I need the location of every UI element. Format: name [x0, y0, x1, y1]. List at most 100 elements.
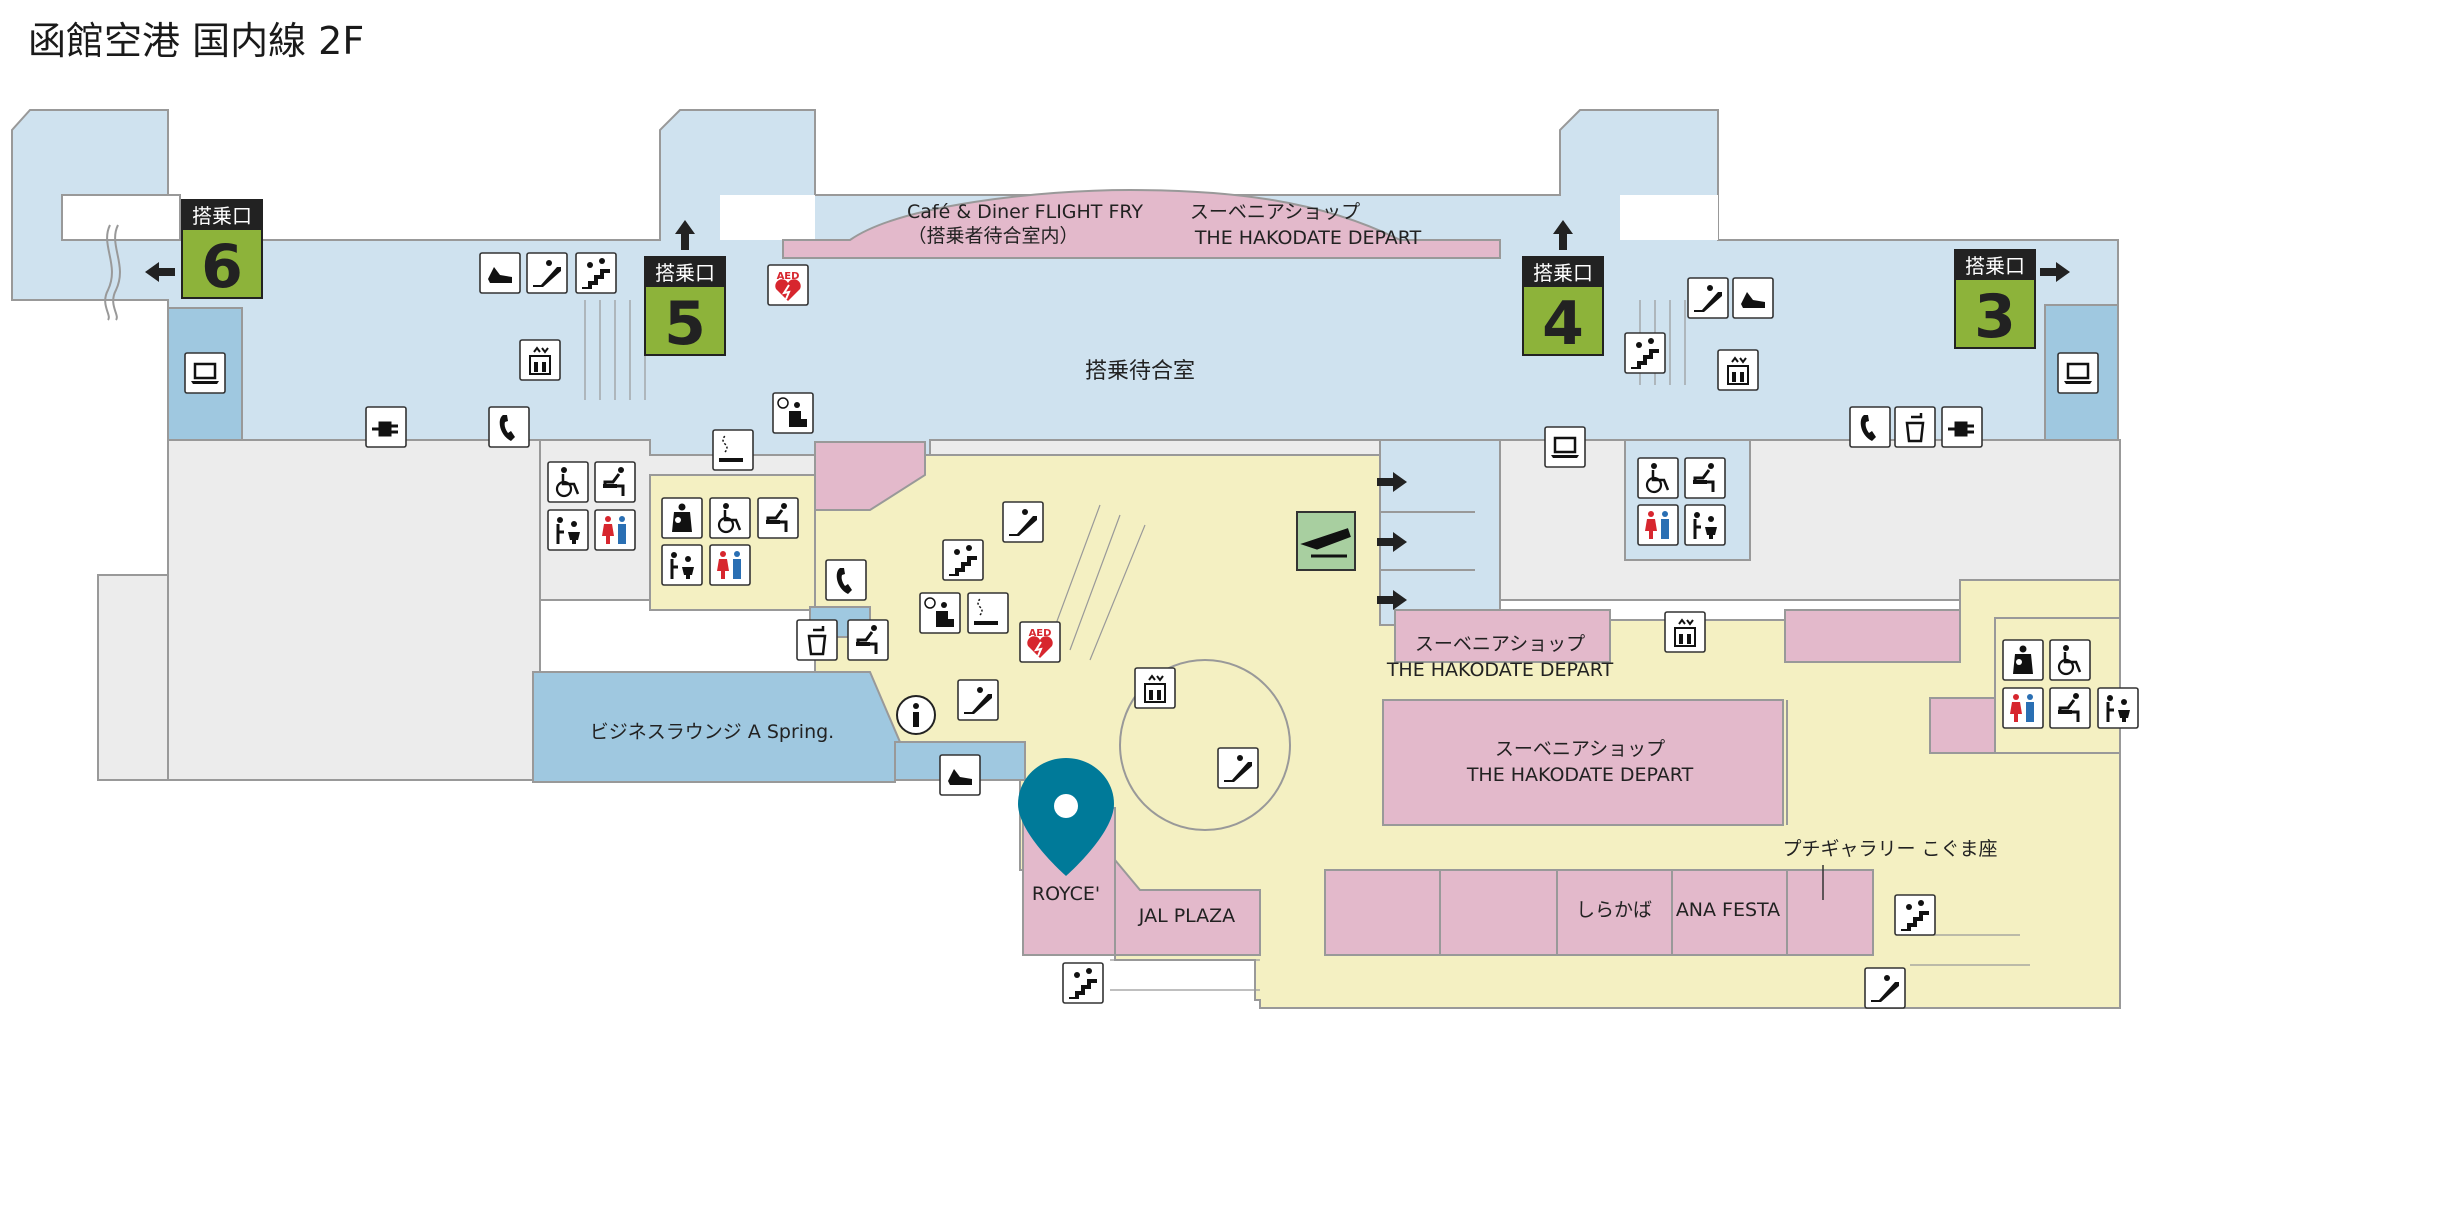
- multipurpose-toilet-icon: [1685, 505, 1725, 545]
- central-atrium: [1119, 659, 1291, 831]
- stairs-up-icon: [576, 253, 616, 293]
- souvenir-mid-label: スーベニアショップ: [1415, 633, 1585, 655]
- baby-care-icon: [595, 462, 635, 502]
- restroom-icon: [1638, 505, 1678, 545]
- power-outlet-icon: [1942, 407, 1982, 447]
- escalator-down-icon: [1865, 968, 1905, 1008]
- jal-plaza: [1114, 857, 1261, 956]
- souvenir-mid-sub: THE HAKODATE DEPART: [1386, 659, 1614, 681]
- gate-3-badge: 搭乗口 3: [1954, 249, 2036, 352]
- gate-6-label: 搭乗口: [192, 204, 252, 228]
- escalator-up-icon: [1003, 502, 1043, 542]
- information-icon[interactable]: [896, 695, 936, 735]
- cafe-label: Café & Diner FLIGHT FRY: [907, 201, 1143, 223]
- souvenir-top-label: スーベニアショップ: [1190, 201, 1360, 223]
- wheelchair-icon: [548, 462, 588, 502]
- departure-icon: [1296, 511, 1356, 571]
- wheelchair-icon: [2050, 640, 2090, 680]
- cafe-sub-label: （搭乗者待合室内）: [907, 225, 1078, 247]
- laptop-icon: [1545, 427, 1585, 467]
- gate6-cutout: [61, 194, 181, 241]
- jal-plaza-label: JAL PLAZA: [1138, 905, 1235, 927]
- pink-small-shop: [814, 441, 926, 511]
- gate-5-label: 搭乗口: [655, 261, 715, 285]
- souvenir-main: [1382, 699, 1784, 826]
- gate4-cutout: [1620, 195, 1718, 240]
- restroom-icon: [2003, 688, 2043, 728]
- smoking-room-icon: [713, 430, 753, 470]
- waiting-room-label: 搭乗待合室: [1085, 359, 1195, 384]
- landside-lower: [167, 439, 541, 781]
- gate-4-label: 搭乗口: [1533, 261, 1593, 285]
- elevator-icon: [1665, 612, 1705, 652]
- restroom-block-far: [1994, 617, 2121, 754]
- wheelchair-icon: [710, 498, 750, 538]
- multipurpose-toilet-icon: [548, 510, 588, 550]
- pink-right: [1784, 609, 1961, 663]
- baby-care-icon: [758, 498, 798, 538]
- multipurpose-toilet-icon: [2098, 688, 2138, 728]
- stairs-up-icon: [1625, 333, 1665, 373]
- baby-care-icon: [1685, 458, 1725, 498]
- gate-5-number: 5: [664, 289, 706, 359]
- cafe-shop-top: [782, 188, 1501, 259]
- escalator-down-icon: [1688, 278, 1728, 318]
- escalator-down-icon: [527, 253, 567, 293]
- pink-far-right: [1929, 697, 1996, 754]
- elevator-icon: [1135, 668, 1175, 708]
- smoking-room-icon: [968, 593, 1008, 633]
- massage-chair-icon: [480, 253, 520, 293]
- gate-area: [11, 109, 2119, 621]
- escalator-down-icon: [958, 680, 998, 720]
- power-outlet-icon: [366, 407, 406, 447]
- water-fountain-icon: [1895, 407, 1935, 447]
- shirakaba-label: しらかば: [1576, 899, 1652, 921]
- massage-chair-icon: [1733, 278, 1773, 318]
- gate-5-badge: 搭乗口 5: [644, 256, 726, 359]
- stairs-down-icon: [1063, 963, 1103, 1003]
- ostomate-icon: [797, 620, 837, 660]
- elevator-icon: [520, 340, 560, 380]
- stairs-up-icon: [943, 540, 983, 580]
- royce-label: ROYCE': [1032, 883, 1100, 905]
- gate-4-badge: 搭乗口 4: [1522, 256, 1604, 359]
- aed-icon: [1020, 622, 1060, 662]
- shops-row: [1324, 869, 1874, 956]
- baby-care-icon: [848, 620, 888, 660]
- gallery-label: プチギャラリー こぐま座: [1782, 838, 1997, 860]
- gate-3-number: 3: [1974, 282, 2016, 352]
- business-lounge-label: ビジネスラウンジ A Spring.: [590, 721, 834, 743]
- phone-icon: [489, 407, 529, 447]
- restroom-block-left: [649, 474, 816, 611]
- wheelchair-icon: [1638, 458, 1678, 498]
- souvenir-main-sub: THE HAKODATE DEPART: [1466, 764, 1694, 786]
- elevator-icon: [1718, 350, 1758, 390]
- gate-6-number: 6: [201, 232, 243, 302]
- nursing-room-icon: [2003, 640, 2043, 680]
- ana-festa-label: ANA FESTA: [1676, 899, 1780, 921]
- souvenir-main-label: スーベニアショップ: [1495, 738, 1665, 760]
- souvenir-mid: [1394, 609, 1611, 663]
- restroom-icon: [595, 510, 635, 550]
- map-title: 函館空港 国内線 2F: [28, 19, 365, 63]
- gate-3-label: 搭乗口: [1965, 254, 2025, 278]
- business-lounge: [532, 671, 902, 783]
- gate-4-number: 4: [1542, 289, 1584, 359]
- waiting-seat-icon: [920, 593, 960, 633]
- aed-icon: [768, 265, 808, 305]
- laptop-icon: [2058, 353, 2098, 393]
- massage-chair-icon: [940, 755, 980, 795]
- laptop-icon: [185, 353, 225, 393]
- restroom-icon: [710, 545, 750, 585]
- nursing-room-icon: [662, 498, 702, 538]
- gate5-cutout: [720, 195, 815, 240]
- location-marker-icon[interactable]: [1018, 758, 1114, 876]
- gate-6-badge: 搭乗口 6: [181, 199, 263, 302]
- multipurpose-toilet-icon: [662, 545, 702, 585]
- souvenir-top-sub: THE HAKODATE DEPART: [1194, 227, 1422, 249]
- stairs-up-icon: [1895, 895, 1935, 935]
- baby-care-icon: [2050, 688, 2090, 728]
- phone-icon: [826, 560, 866, 600]
- escalator-up-icon: [1218, 748, 1258, 788]
